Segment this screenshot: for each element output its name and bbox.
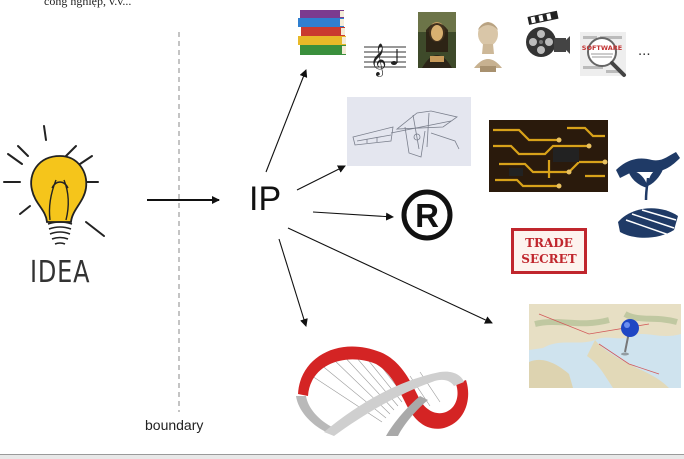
idea-label: IDEA xyxy=(30,255,91,290)
boundary-label: boundary xyxy=(145,417,204,433)
top-text-snippet: công nghiệp, v.v... xyxy=(44,0,132,8)
flying-machine-sketch-icon xyxy=(347,97,471,166)
trade-secret-line1: TRADE xyxy=(525,236,573,250)
registered-letter: R xyxy=(415,197,439,234)
slide-bottom-edge xyxy=(0,454,684,459)
software-badge-text: SOFTWARE xyxy=(582,44,622,52)
ip-to-design-arrow xyxy=(278,238,308,327)
trade-secret-stamp-icon: TRADE SECRET xyxy=(511,228,587,274)
ribbon-sculpture-icon xyxy=(296,346,469,436)
music-notes-icon: 𝄞 xyxy=(364,43,406,77)
ip-label: IP xyxy=(249,180,282,218)
svg-text:𝄞: 𝄞 xyxy=(370,43,387,77)
ip-to-trademark-arrow xyxy=(312,211,394,221)
more-items-ellipsis: ... xyxy=(638,42,651,59)
software-magnifier-icon: SOFTWARE xyxy=(580,32,626,77)
ip-to-copyright-arrow xyxy=(265,69,308,173)
hand-plant-icon xyxy=(616,152,680,238)
film-reel-icon xyxy=(526,10,570,57)
registered-mark-icon: R xyxy=(401,189,453,241)
ip-to-patent-arrow xyxy=(296,165,346,191)
ip-to-geo-arrow xyxy=(287,227,493,324)
books-icon xyxy=(298,10,346,55)
lightbulb-icon xyxy=(3,125,105,245)
trade-secret-line2: SECRET xyxy=(521,252,577,266)
circuit-board-icon xyxy=(489,120,608,192)
bust-sculpture-icon xyxy=(474,22,502,72)
mona-lisa-painting-icon xyxy=(418,12,456,68)
map-pin-icon xyxy=(529,304,681,388)
